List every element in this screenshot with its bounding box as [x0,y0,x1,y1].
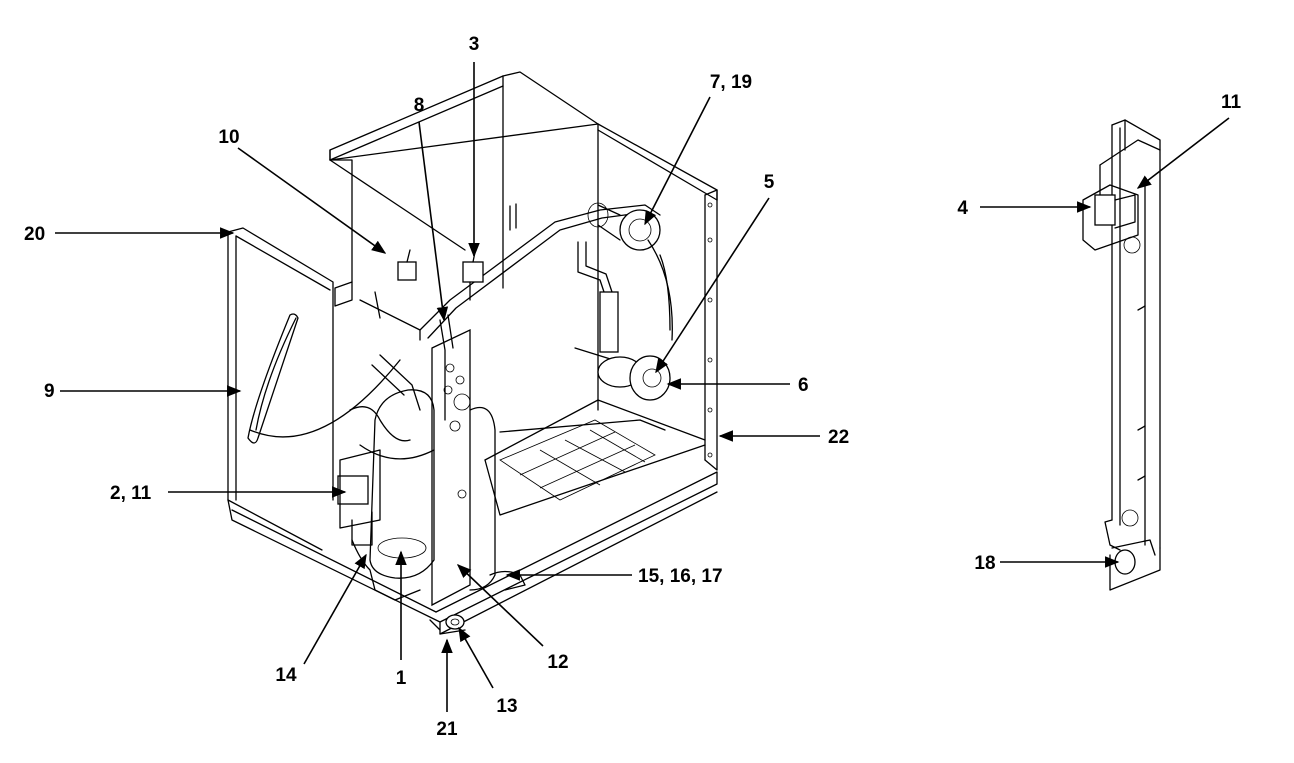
callout-9: 9 [44,381,55,402]
callout-15-16-17: 15, 16, 17 [638,566,723,587]
leader-5 [655,197,770,374]
callout-1: 1 [396,668,407,689]
callout-10: 10 [218,127,239,148]
main-unit-drawing [227,71,718,635]
callout-labels: 1 2, 11 3 4 5 6 7, 19 8 9 10 11 12 13 14… [24,34,1241,740]
callout-8: 8 [414,95,425,116]
leader-13 [458,626,494,689]
callout-11: 11 [1221,92,1242,113]
callout-6: 6 [798,375,809,396]
callout-2-11: 2, 11 [110,483,152,504]
callout-12: 12 [547,652,568,673]
leader-8 [418,121,449,322]
leader-11 [1136,117,1230,189]
callout-13: 13 [496,696,517,717]
leader-lines [55,62,1230,712]
leader-7-19 [644,96,711,226]
callout-5: 5 [764,172,775,193]
callout-20: 20 [24,224,45,245]
callout-22: 22 [828,427,849,448]
leader-12 [456,564,544,647]
callout-4: 4 [957,198,968,219]
callout-14: 14 [275,665,297,686]
leader-10 [237,147,387,254]
callout-18: 18 [974,553,995,574]
callout-21: 21 [436,719,458,740]
side-panel-drawing [1082,119,1161,591]
leader-14 [303,553,367,665]
callout-3: 3 [469,34,480,55]
callout-7-19: 7, 19 [710,72,752,93]
